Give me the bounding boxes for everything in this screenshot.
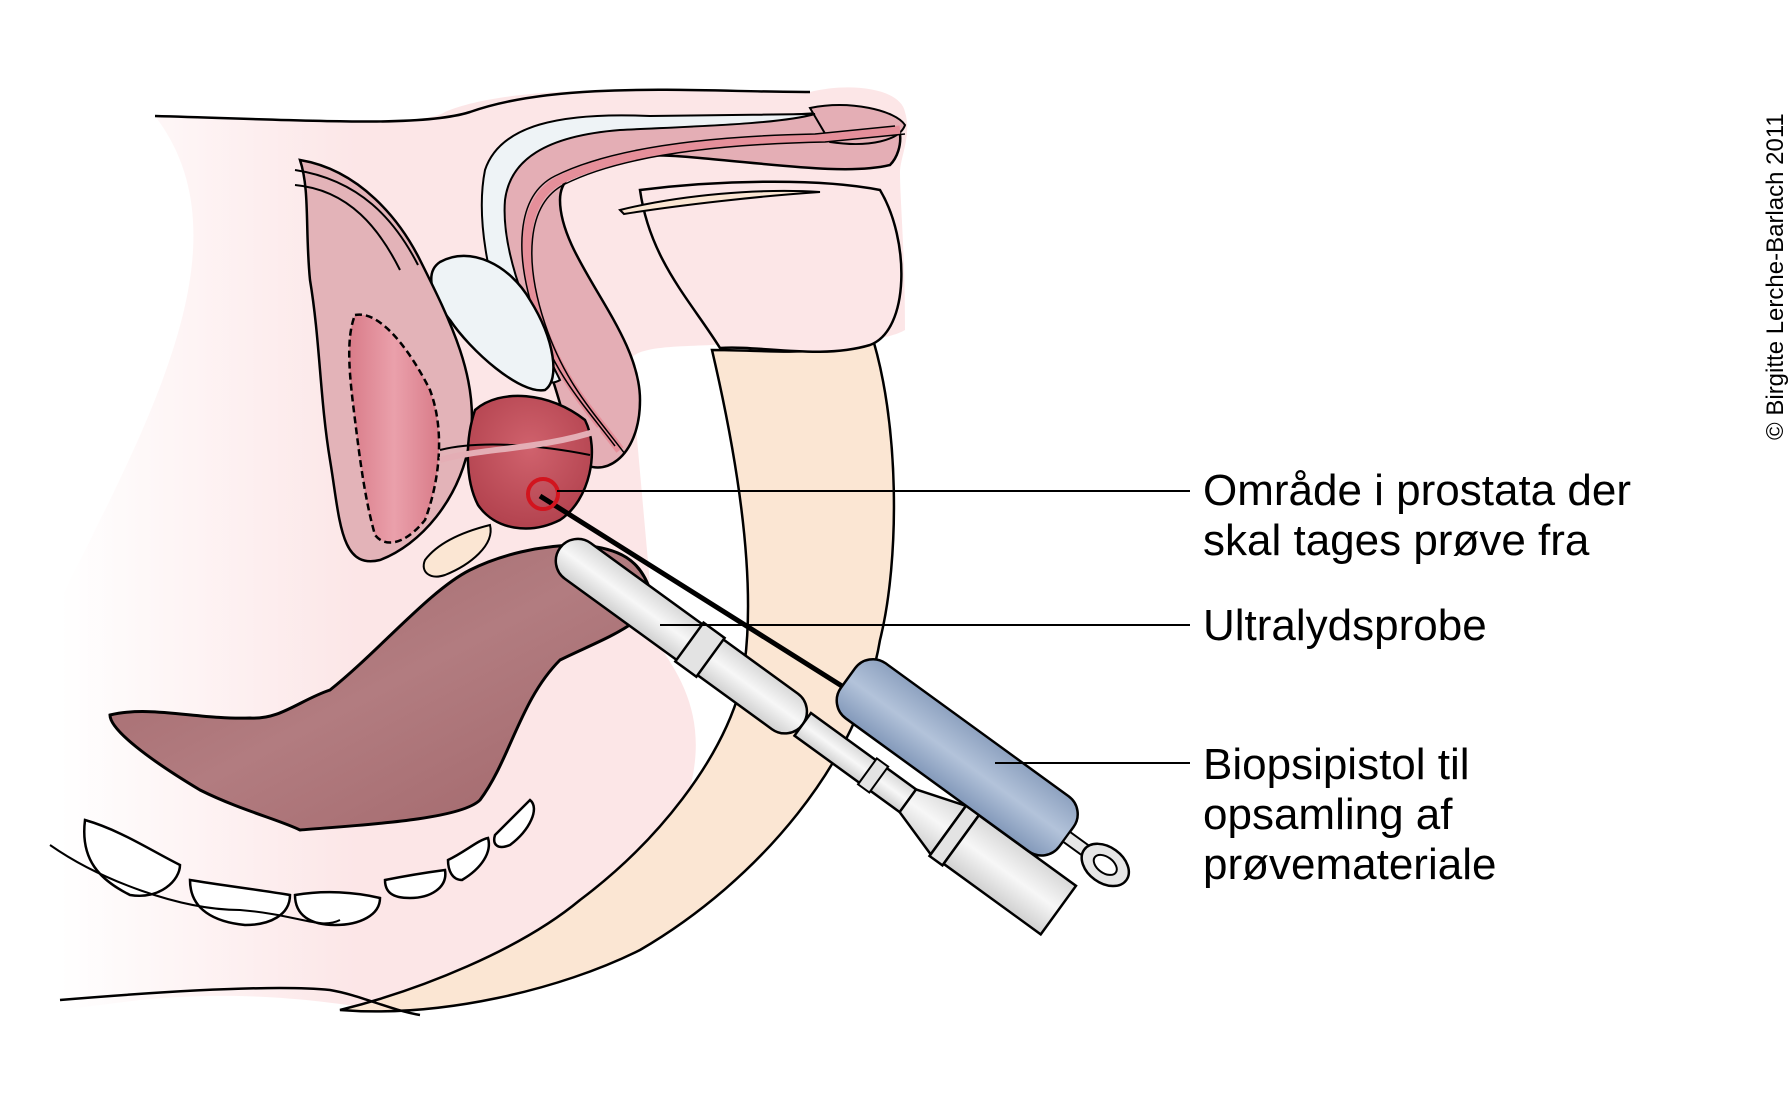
label-line: skal tages prøve fra: [1203, 516, 1590, 565]
penis: [480, 104, 907, 469]
copyright-notice: © Birgitte Lerche-Barlach 2011: [1752, 30, 1791, 450]
label-biopsy-gun: Biopsipistol til opsamling af prøvemater…: [1203, 740, 1496, 890]
seminal-vesicle: [422, 523, 492, 578]
label-target-area: Område i prostata der skal tages prøve f…: [1203, 466, 1631, 566]
biopsy-needle: [538, 493, 882, 713]
back-contour: [49, 844, 341, 925]
ultrasound-probe-drawing: [554, 537, 1078, 937]
rectum: [108, 543, 653, 832]
copyright-text: © Birgitte Lerche-Barlach 2011: [1762, 113, 1789, 440]
label-line: Ultralydsprobe: [1203, 601, 1487, 650]
prostate: [439, 394, 601, 530]
target-ring: [526, 477, 560, 511]
bladder: [294, 158, 474, 563]
urethra: [522, 125, 901, 453]
label-ultrasound-probe: Ultralydsprobe: [1203, 601, 1487, 651]
label-line: opsamling af: [1203, 790, 1453, 839]
label-line: Område i prostata der: [1203, 466, 1631, 515]
testis-line: [618, 189, 821, 216]
scrotum: [638, 180, 903, 353]
biopsy-gun-drawing: [835, 657, 1131, 888]
buttock-contour: [59, 986, 421, 1017]
label-line: Biopsipistol til: [1203, 740, 1470, 789]
label-line: prøvemateriale: [1203, 840, 1497, 889]
sacrum-vertebrae: [82, 798, 536, 927]
